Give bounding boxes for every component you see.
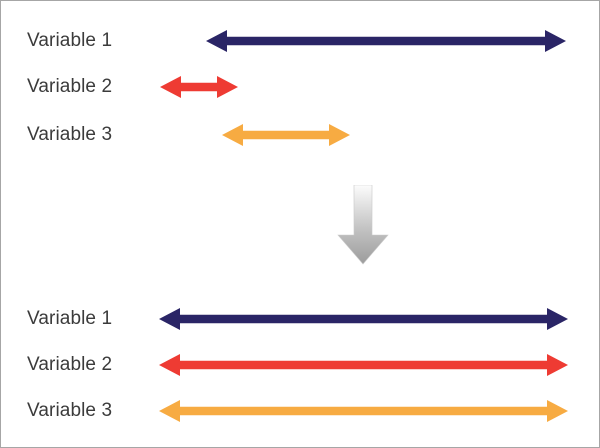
variable-row: Variable 1 <box>1 299 599 339</box>
double-headed-arrow-icon <box>159 391 568 431</box>
variable-row: Variable 3 <box>1 115 599 155</box>
variable-row: Variable 1 <box>1 21 599 61</box>
after-panel: Variable 1 Variable 2 Variable 3 <box>1 286 599 447</box>
double-headed-arrow-icon <box>159 345 568 385</box>
row-label: Variable 2 <box>27 76 113 97</box>
row-label: Variable 1 <box>27 30 113 51</box>
double-headed-arrow-icon <box>222 115 350 155</box>
row-label: Variable 1 <box>27 308 113 329</box>
double-headed-arrow-icon <box>160 67 238 107</box>
double-headed-arrow-icon <box>206 21 566 61</box>
row-label: Variable 3 <box>27 400 113 421</box>
variable-row: Variable 2 <box>1 345 599 385</box>
before-panel: Variable 1 Variable 2 Variable 3 <box>1 1 599 171</box>
double-headed-arrow-icon <box>159 299 568 339</box>
row-label: Variable 3 <box>27 124 113 145</box>
transition-panel <box>1 171 599 281</box>
variable-row: Variable 3 <box>1 391 599 431</box>
down-arrow-gradient-icon <box>337 185 389 265</box>
row-label: Variable 2 <box>27 354 113 375</box>
variable-row: Variable 2 <box>1 67 599 107</box>
